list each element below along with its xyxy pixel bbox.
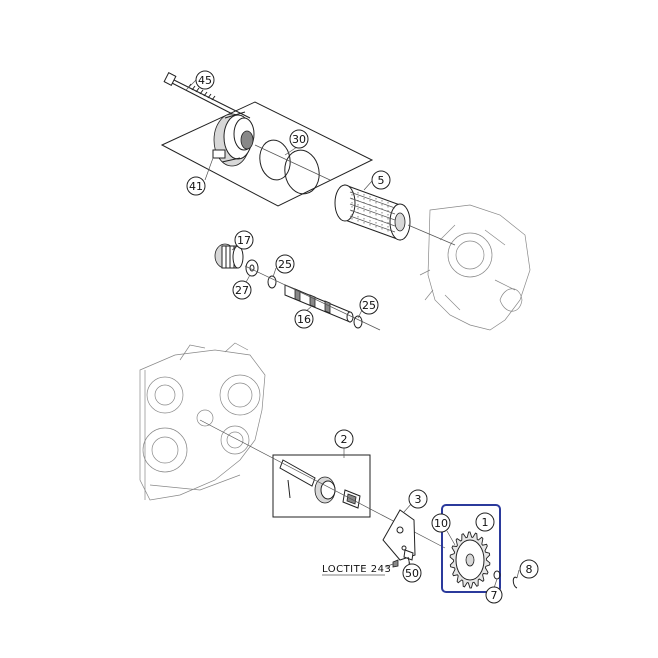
callout-3-label: 3 bbox=[415, 493, 422, 506]
callout-10-label: 10 bbox=[434, 517, 448, 530]
filter-cover-41 bbox=[212, 111, 255, 167]
callout-41-label: 41 bbox=[189, 180, 203, 193]
callout-16-label: 16 bbox=[297, 313, 311, 326]
callout-7: 7 bbox=[485, 586, 503, 604]
callout-17-label: 17 bbox=[237, 234, 251, 247]
callout-1: 1 bbox=[475, 512, 495, 532]
callout-50-label: 50 bbox=[405, 567, 419, 580]
engine-case-upper-right bbox=[419, 204, 531, 331]
callout-25-upper: 25 bbox=[275, 254, 295, 274]
callout-17: 17 bbox=[234, 230, 254, 250]
callout-45-label: 45 bbox=[198, 74, 212, 87]
callout-41: 41 bbox=[186, 176, 206, 196]
callout-2-label: 2 bbox=[341, 433, 348, 446]
callout-30-label: 30 bbox=[292, 133, 306, 146]
callout-5-label: 5 bbox=[378, 174, 385, 187]
loctite-dot bbox=[392, 559, 399, 568]
bolt-45 bbox=[163, 72, 251, 123]
plug-17 bbox=[214, 243, 244, 269]
o-rings-30 bbox=[254, 139, 331, 195]
callout-27-label: 27 bbox=[235, 284, 249, 297]
o-ring-25-lower bbox=[353, 315, 363, 329]
callout-8-label: 8 bbox=[526, 563, 533, 576]
callout-27: 27 bbox=[232, 280, 252, 300]
spring-pin-16 bbox=[244, 265, 381, 331]
loctite-label: LOCTITE 243 bbox=[322, 564, 391, 575]
highlight-box-gear bbox=[441, 504, 501, 593]
engine-case-lower-left bbox=[139, 342, 266, 501]
callout-25-lower-label: 25 bbox=[362, 299, 376, 312]
callout-1-label: 1 bbox=[482, 516, 489, 529]
callout-10: 10 bbox=[431, 513, 451, 533]
circlip-8 bbox=[512, 576, 518, 589]
oil-filter-5 bbox=[334, 184, 456, 246]
callout-25-upper-label: 25 bbox=[278, 258, 292, 271]
screw-50 bbox=[403, 549, 414, 566]
pump-cover-3 bbox=[382, 509, 416, 561]
callout-45: 45 bbox=[195, 70, 215, 90]
callout-3: 3 bbox=[408, 489, 428, 509]
callout-25-lower: 25 bbox=[359, 295, 379, 315]
callout-8: 8 bbox=[519, 559, 539, 579]
gear-1 bbox=[449, 531, 491, 589]
callout-7-label: 7 bbox=[491, 589, 498, 602]
callout-30: 30 bbox=[289, 129, 309, 149]
callout-2: 2 bbox=[334, 429, 354, 449]
callout-50: 50 bbox=[402, 563, 422, 583]
callout-16: 16 bbox=[294, 309, 314, 329]
callout-5: 5 bbox=[371, 170, 391, 190]
washer-27 bbox=[245, 259, 259, 277]
o-ring-25-upper bbox=[267, 275, 277, 289]
oil-pump-group-frame bbox=[272, 454, 371, 518]
loctite-note: LOCTITE 243 bbox=[322, 564, 391, 576]
